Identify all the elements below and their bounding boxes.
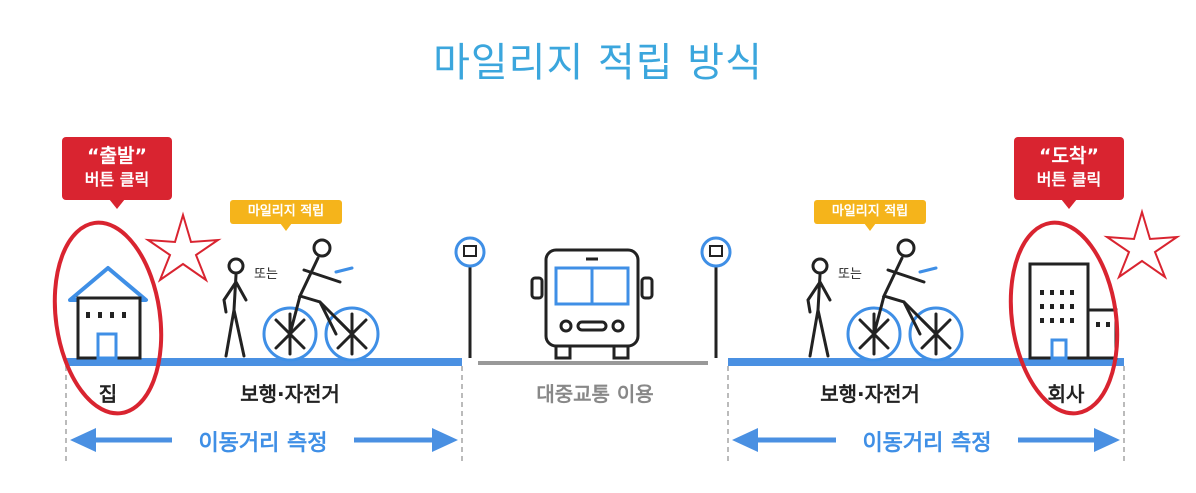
star-scribble-icon [144, 211, 222, 283]
bus-stop-icon [454, 236, 486, 358]
pedestrian-icon [222, 257, 248, 358]
road-right [728, 358, 1124, 366]
arrive-callout-title: “도착” [1039, 145, 1099, 167]
arrive-callout-text: 버튼 클릭 [1036, 170, 1102, 189]
label-transit: 대중교통 이용 [536, 382, 654, 406]
arrive-callout: “도착” 버튼 클릭 [1014, 137, 1124, 209]
depart-callout: “출발” 버튼 클릭 [62, 137, 172, 209]
office-building-icon [1028, 262, 1118, 360]
mileage-badge-left: 마일리지 적립 [230, 200, 342, 231]
cyclist-icon [846, 238, 964, 362]
or-label-left: 또는 [254, 267, 278, 282]
segment-dividers [65, 366, 1125, 465]
label-office: 회사 [1047, 382, 1085, 406]
bus-icon [530, 248, 654, 360]
label-home: 집 [98, 382, 118, 406]
depart-callout-text: 버튼 클릭 [84, 170, 150, 189]
bus-stop-icon [700, 236, 732, 358]
measure-label-right: 이동거리 측정 [836, 425, 1018, 457]
mileage-badge-right: 마일리지 적립 [814, 200, 926, 231]
page-title: 마일리지 적립 방식 [433, 40, 763, 86]
road-middle [478, 361, 708, 365]
label-walk-bike-left: 보행·자전거 [240, 382, 340, 406]
house-icon [68, 266, 148, 360]
road-left [66, 358, 462, 366]
star-scribble-icon [1103, 208, 1181, 280]
measure-label-left: 이동거리 측정 [172, 425, 354, 457]
cyclist-icon [262, 238, 380, 362]
depart-callout-title: “출발” [87, 145, 147, 167]
or-label-right: 또는 [838, 267, 862, 282]
pedestrian-icon [806, 257, 832, 358]
label-walk-bike-right: 보행·자전거 [820, 382, 920, 406]
scribble-circle-office [1008, 220, 1120, 416]
scribble-circle-home [52, 220, 164, 416]
